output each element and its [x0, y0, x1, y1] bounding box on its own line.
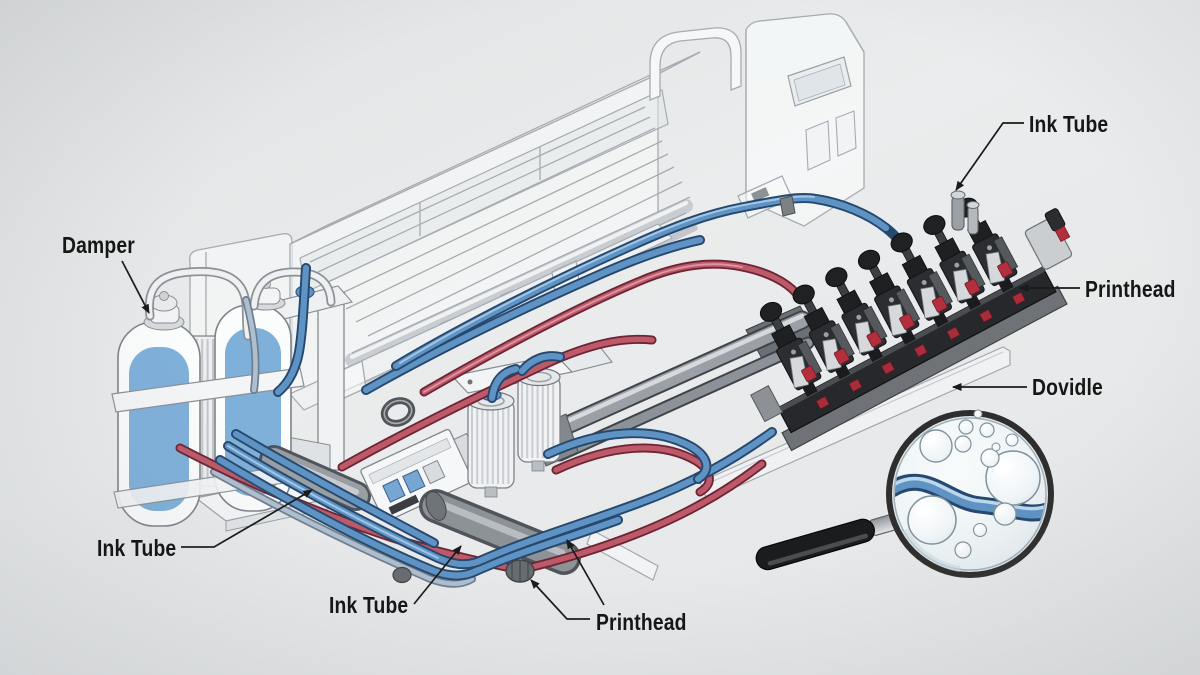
label-ink-tube-top: Ink Tube — [1029, 111, 1109, 137]
bubble — [985, 450, 1041, 506]
label-printhead-bottom: Printhead — [596, 609, 687, 635]
label-dovidle: Dovidle — [1032, 374, 1103, 400]
magnifier — [755, 409, 1054, 578]
label-damper: Damper — [62, 232, 135, 258]
bubble — [954, 541, 972, 559]
leader-printhead-bottom-b — [566, 539, 605, 606]
filter-cartridge-right — [517, 367, 561, 472]
bubble — [973, 409, 983, 419]
bubble — [1005, 433, 1019, 447]
ink-tube-fitting — [950, 190, 980, 235]
bubble — [993, 502, 1017, 526]
bubble — [958, 419, 974, 435]
leader-ink-tube-bottom — [413, 545, 462, 605]
leader-ink-tube-top — [955, 122, 1024, 191]
bubble — [919, 429, 953, 463]
platen-slats — [309, 106, 691, 351]
bubble — [991, 442, 1001, 452]
air-bubbles — [907, 409, 1041, 559]
leader-ink-tube-left — [181, 489, 313, 548]
bubble — [979, 422, 995, 438]
leader-damper — [121, 260, 150, 314]
filter-cartridge-left — [467, 388, 515, 498]
leader-lines — [121, 122, 1080, 620]
leader-printhead-bottom-a — [530, 579, 590, 620]
pump-block — [360, 428, 480, 523]
magnified-ink-tube — [895, 473, 1045, 522]
bubble — [907, 495, 957, 545]
bubble — [954, 435, 972, 453]
label-printhead-right: Printhead — [1085, 276, 1176, 302]
control-tower — [745, 13, 865, 227]
label-ink-tube-left: Ink Tube — [97, 535, 177, 561]
ink-tubes-steel — [210, 296, 476, 588]
tube-clamps — [380, 195, 796, 584]
label-ink-tube-bottom: Ink Tube — [329, 592, 409, 618]
magnifier-handle — [755, 513, 898, 571]
ink-tubes-blue — [215, 192, 908, 581]
bubble — [972, 522, 988, 538]
printhead-bank — [750, 191, 1073, 452]
bubble — [980, 448, 1000, 468]
printer-arch-cover — [649, 27, 742, 101]
magnifier-rim — [886, 410, 1054, 578]
